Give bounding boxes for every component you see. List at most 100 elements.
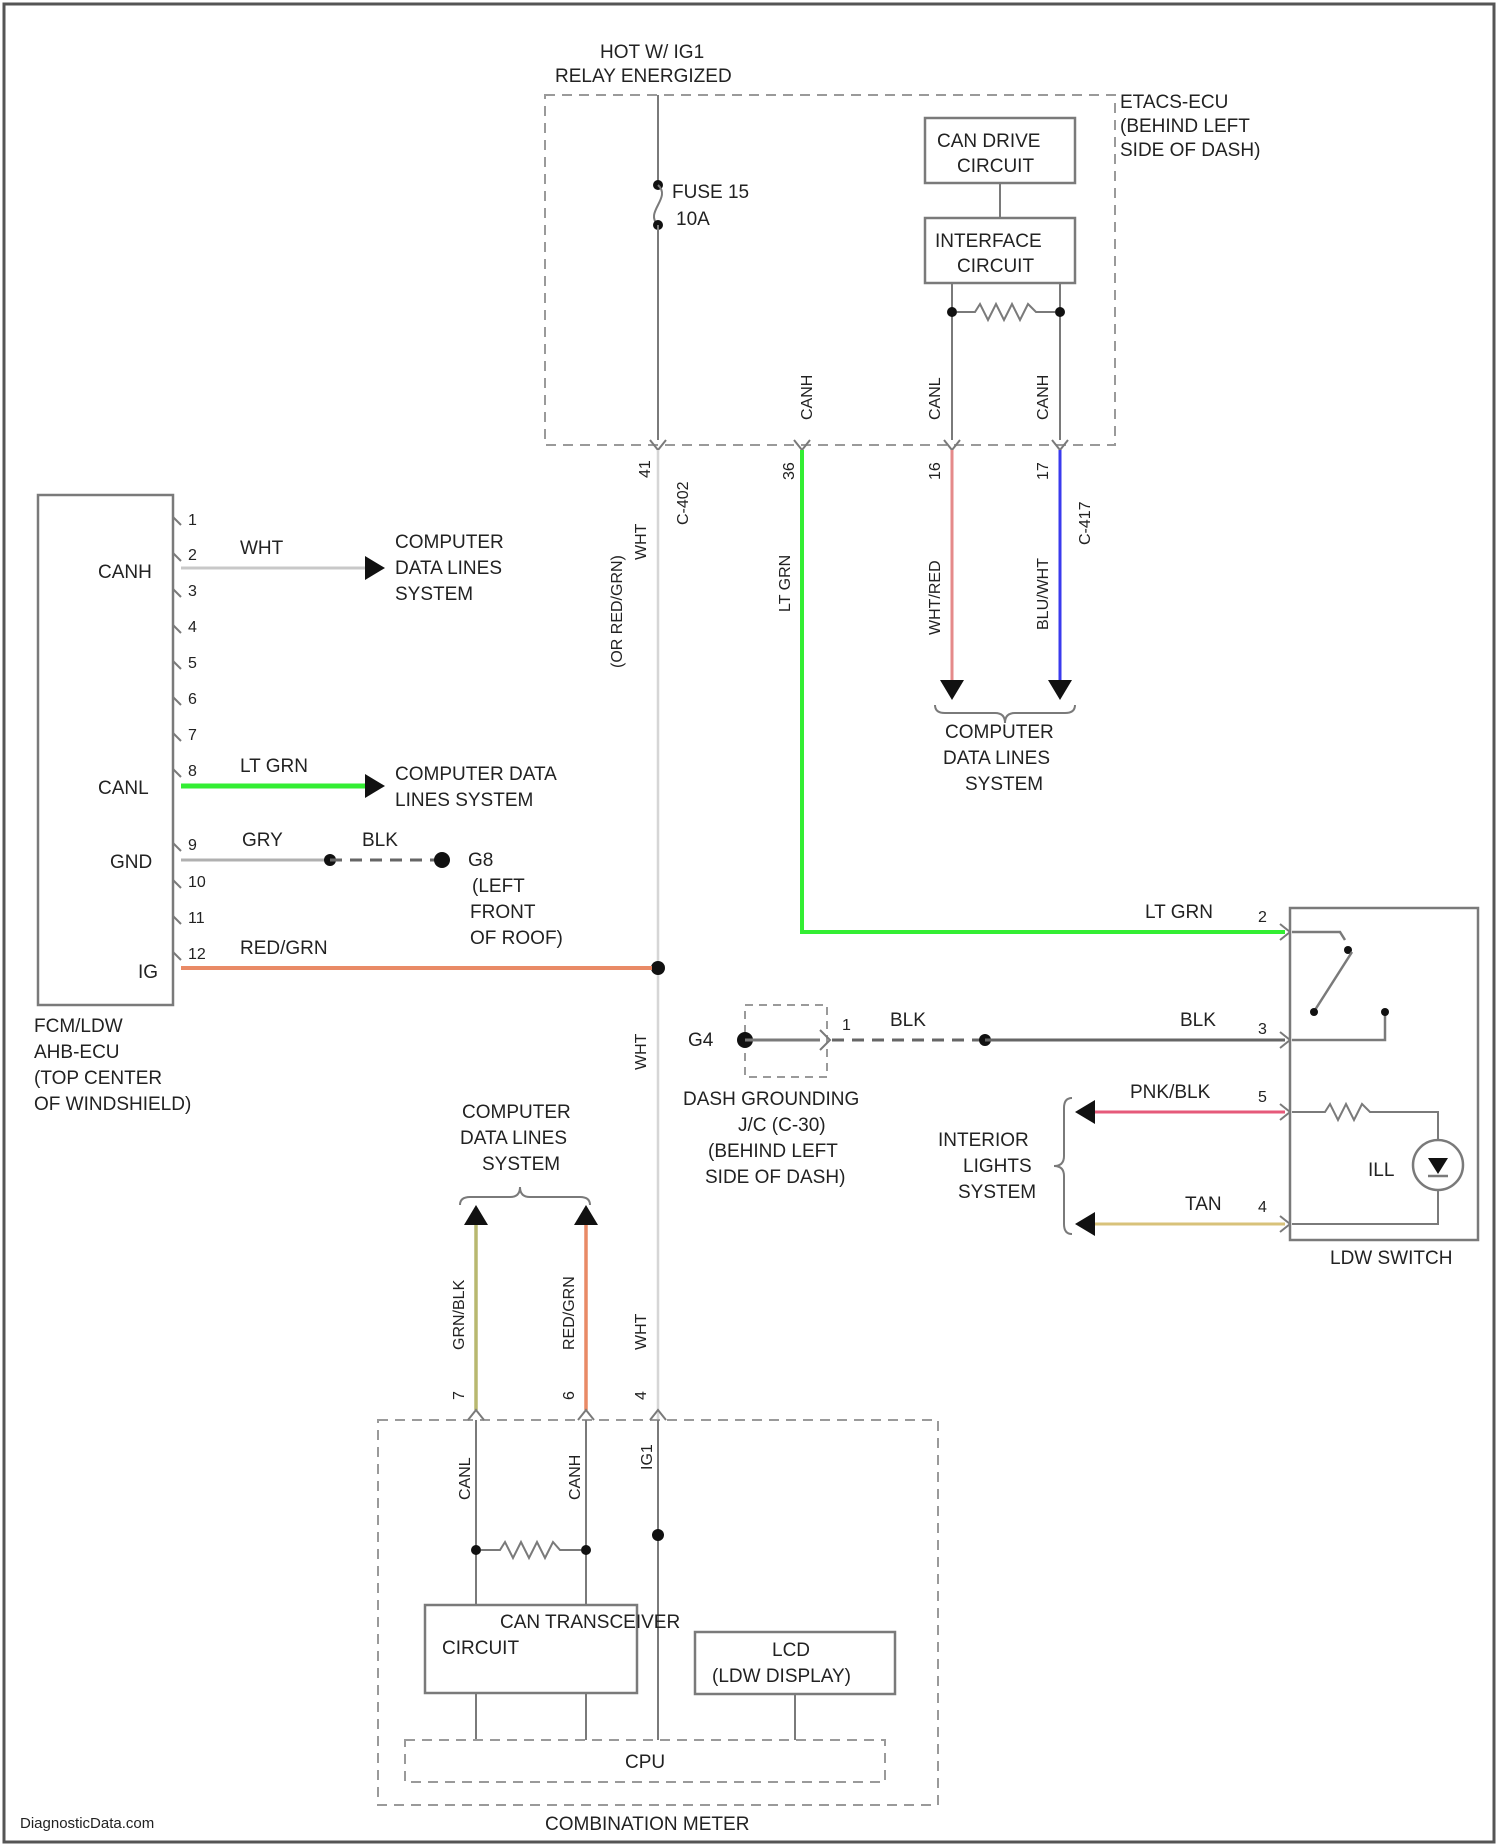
left-cdl-b-line2: LINES SYSTEM xyxy=(395,790,533,811)
top-cdl-line3: SYSTEM xyxy=(965,774,1043,795)
connector-c402: C-402 xyxy=(675,481,692,525)
etacs-pin-canh-36: CANH xyxy=(799,375,816,420)
ground-g8-line1: (LEFT xyxy=(472,876,525,897)
fuse-label-line1: FUSE 15 xyxy=(672,182,749,203)
wire-label-lt-grn-right: LT GRN xyxy=(1145,902,1213,923)
brace-top-cdl xyxy=(935,705,1075,723)
arrow-grn-blk-up xyxy=(464,1205,488,1225)
can-transceiver-line2: CIRCUIT xyxy=(442,1638,519,1659)
wire-label-wht-bottom: WHT xyxy=(633,1313,650,1350)
dash-grounding-line1: DASH GROUNDING xyxy=(683,1089,859,1110)
top-cdl-line1: COMPUTER xyxy=(945,722,1054,743)
interior-lights-line3: SYSTEM xyxy=(958,1182,1036,1203)
wire-label-blu-wht: BLU/WHT xyxy=(1035,558,1052,630)
meter-ig-node xyxy=(652,1529,664,1541)
wire-label-lt-grn-canl: LT GRN xyxy=(240,756,308,777)
ecu-pin-4: 4 xyxy=(188,619,197,636)
etacs-terminating-resistor xyxy=(957,304,1055,320)
lcd-line2: (LDW DISPLAY) xyxy=(712,1666,851,1687)
ecu-pin-7: 7 xyxy=(188,727,197,744)
meter-connector-ticks xyxy=(468,1410,666,1420)
meter-pin-canl: CANL xyxy=(457,1457,474,1500)
wire-label-gry: GRY xyxy=(242,830,283,851)
ground-g8-line2: FRONT xyxy=(470,902,536,923)
ecu-pin-6: 6 xyxy=(188,691,197,708)
bottom-cdl-line1: COMPUTER xyxy=(462,1102,571,1123)
etacs-label-line2: (BEHIND LEFT xyxy=(1120,116,1250,137)
ecu-pin-5: 5 xyxy=(188,655,197,672)
ecu-pin-1: 1 xyxy=(188,512,197,529)
ecu-pin-11: 11 xyxy=(188,910,205,927)
left-cdl-a-line3: SYSTEM xyxy=(395,584,473,605)
wire-label-tan: TAN xyxy=(1185,1194,1222,1215)
interface-line2: CIRCUIT xyxy=(957,256,1034,277)
etacs-label-line3: SIDE OF DASH) xyxy=(1120,140,1260,161)
meter-pin-ig1: IG1 xyxy=(639,1444,656,1470)
ldw-switch-contact-line xyxy=(1292,932,1345,940)
etacs-canl-node xyxy=(947,307,957,317)
interface-line1: INTERFACE xyxy=(935,231,1042,252)
ldw-switch-pin-3: 3 xyxy=(1258,1021,1267,1038)
ill-label: ILL xyxy=(1368,1160,1394,1181)
wire-label-blk-mid: BLK xyxy=(890,1010,926,1031)
arrow-wht-red-down xyxy=(940,680,964,700)
wire-label-blk-right: BLK xyxy=(1180,1010,1216,1031)
etacs-pin-17: 17 xyxy=(1035,462,1052,480)
fuse-label-line2: 10A xyxy=(676,209,710,230)
ground-g8-symbol xyxy=(434,852,450,868)
ecu-label-line2: AHB-ECU xyxy=(34,1042,120,1063)
connector-c417: C-417 xyxy=(1077,501,1094,545)
hot-label-line2: RELAY ENERGIZED xyxy=(555,66,732,87)
etacs-pin-16: 16 xyxy=(927,462,944,480)
meter-pin-4: 4 xyxy=(633,1391,650,1400)
meter-canh-node xyxy=(581,1545,591,1555)
splice-ig-node xyxy=(651,961,665,975)
fcm-ldw-ecu-block: CANH CANL GND IG 1 2 3 4 5 6 7 8 9 10 11… xyxy=(34,495,206,1115)
ground-g8-line3: OF ROOF) xyxy=(470,928,563,949)
dash-grounding-line2: J/C (C-30) xyxy=(738,1115,826,1136)
arrow-pnk-blk-left xyxy=(1075,1100,1095,1124)
bottom-cdl-line3: SYSTEM xyxy=(482,1154,560,1175)
wire-label-wht-red: WHT/RED xyxy=(927,560,944,635)
ecu-pin-9: 9 xyxy=(188,837,197,854)
meter-canl-node xyxy=(471,1545,481,1555)
ground-g8-id: G8 xyxy=(468,850,493,871)
lcd-line1: LCD xyxy=(772,1640,810,1661)
etacs-pin-canl: CANL xyxy=(927,377,944,420)
top-cdl-line2: DATA LINES xyxy=(943,748,1050,769)
arrow-canh-right xyxy=(365,556,385,580)
brace-interior-lights xyxy=(1054,1098,1072,1234)
wire-label-wht-top: WHT xyxy=(633,523,650,560)
brace-bottom-cdl xyxy=(460,1187,590,1205)
ecu-pin-12: 12 xyxy=(188,946,206,963)
dash-grounding-line3: (BEHIND LEFT xyxy=(708,1141,838,1162)
ground-g4-id: G4 xyxy=(688,1030,714,1051)
arrow-tan-left xyxy=(1075,1212,1095,1236)
ecu-pin-2: 2 xyxy=(188,547,197,564)
ecu-pin-canh: CANH xyxy=(98,562,152,583)
ecu-pin-gnd: GND xyxy=(110,852,152,873)
ldw-switch-pin-4: 4 xyxy=(1258,1199,1267,1216)
ldw-switch-outline xyxy=(1290,908,1478,1240)
ecu-pin-3: 3 xyxy=(188,583,197,600)
can-drive-line1: CAN DRIVE xyxy=(937,131,1040,152)
wire-label-grn-blk: GRN/BLK xyxy=(451,1279,468,1350)
wire-label-red-grn-bottom: RED/GRN xyxy=(561,1276,578,1350)
etacs-label-line1: ETACS-ECU xyxy=(1120,92,1228,113)
ecu-label-line4: OF WINDSHIELD) xyxy=(34,1094,191,1115)
ldw-switch-pin-2: 2 xyxy=(1258,909,1267,926)
etacs-pin-36: 36 xyxy=(781,462,798,480)
etacs-pin-canh-17: CANH xyxy=(1035,375,1052,420)
wire-label-blk-gnd: BLK xyxy=(362,830,398,851)
wire-label-red-grn-ig: RED/GRN xyxy=(240,938,328,959)
ecu-label-line3: (TOP CENTER xyxy=(34,1068,162,1089)
watermark: DiagnosticData.com xyxy=(20,1815,154,1832)
wire-label-wht-canh: WHT xyxy=(240,538,284,559)
ecu-pin-8: 8 xyxy=(188,763,197,780)
ldw-switch-pivot-bottom xyxy=(1310,1008,1318,1016)
ldw-switch-contact-right xyxy=(1381,1008,1389,1016)
etacs-pin-41: 41 xyxy=(637,460,654,478)
arrow-canl-right xyxy=(365,774,385,798)
g4-connector-tick xyxy=(820,1030,830,1050)
